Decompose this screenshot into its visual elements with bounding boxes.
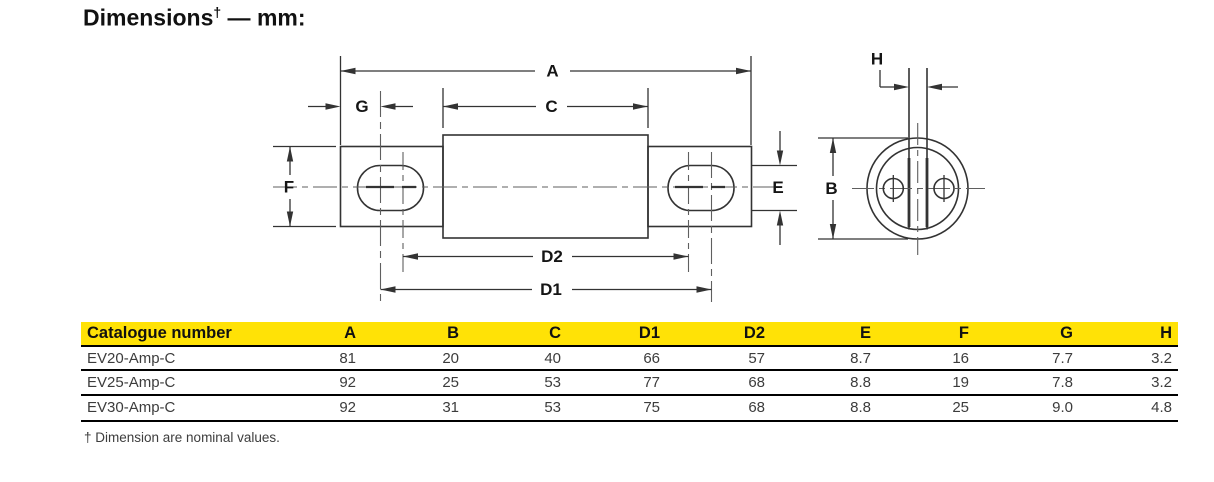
cell-e: 8.8 bbox=[771, 370, 877, 396]
dim-g-arrow-right bbox=[380, 103, 396, 110]
title-dagger: † bbox=[213, 4, 222, 20]
cell-catalogue-number: EV30-Amp-C bbox=[81, 394, 260, 422]
col-header-d2: D2 bbox=[666, 322, 771, 347]
dim-label-e: E bbox=[772, 178, 783, 197]
dim-h-arrow-right bbox=[927, 83, 942, 91]
cell-d1: 75 bbox=[567, 394, 666, 422]
cell-e: 8.8 bbox=[771, 394, 877, 422]
dim-h-arrow-left bbox=[894, 83, 909, 91]
cell-d1: 66 bbox=[567, 346, 666, 372]
dim-f-arrow-top bbox=[286, 146, 294, 162]
dim-label-g: G bbox=[355, 97, 368, 116]
dim-e-arrow-top bbox=[776, 150, 784, 166]
cell-f: 19 bbox=[877, 370, 975, 396]
cell-d2: 68 bbox=[666, 370, 771, 396]
cell-f: 25 bbox=[877, 394, 975, 422]
dim-g-arrow-left bbox=[325, 103, 341, 110]
dim-label-a: A bbox=[546, 62, 558, 81]
col-header-catalogue-number: Catalogue number bbox=[81, 322, 260, 347]
side-view: A C G F bbox=[273, 56, 797, 302]
table-row: EV25-Amp-C 92 25 53 77 68 8.8 19 7.8 3.2 bbox=[81, 370, 1178, 396]
col-header-e: E bbox=[771, 322, 877, 347]
dim-label-h: H bbox=[871, 50, 883, 69]
col-header-f: F bbox=[877, 322, 975, 347]
dim-label-d2: D2 bbox=[541, 247, 563, 266]
cell-b: 25 bbox=[362, 370, 465, 396]
cell-d2: 57 bbox=[666, 346, 771, 372]
table-header-row: Catalogue number A B C D1 D2 E F G H bbox=[81, 322, 1178, 347]
cell-g: 7.7 bbox=[975, 346, 1079, 372]
end-view: B H bbox=[818, 50, 985, 255]
footnote: † Dimension are nominal values. bbox=[84, 430, 280, 445]
cell-e: 8.7 bbox=[771, 346, 877, 372]
dim-a-arrow-left bbox=[340, 67, 356, 75]
page-title: Dimensions† — mm: bbox=[83, 4, 306, 32]
dim-a-arrow-right bbox=[736, 67, 751, 75]
cell-b: 31 bbox=[362, 394, 465, 422]
left-slot-outline bbox=[356, 164, 425, 212]
right-slot-outline bbox=[667, 164, 735, 212]
dim-label-d1: D1 bbox=[540, 280, 562, 299]
dim-b-arrow-top bbox=[829, 138, 837, 153]
dim-c-arrow-right bbox=[633, 103, 648, 110]
cell-b: 20 bbox=[362, 346, 465, 372]
cell-a: 92 bbox=[260, 370, 362, 396]
dim-b-arrow-bottom bbox=[829, 224, 837, 239]
col-header-d1: D1 bbox=[567, 322, 666, 347]
dim-label-c: C bbox=[545, 97, 557, 116]
cell-catalogue-number: EV25-Amp-C bbox=[81, 370, 260, 396]
col-header-c: C bbox=[465, 322, 567, 347]
dim-e-arrow-bottom bbox=[776, 210, 784, 226]
dim-label-b: B bbox=[825, 179, 837, 198]
cell-d2: 68 bbox=[666, 394, 771, 422]
col-header-a: A bbox=[260, 322, 362, 347]
dim-f-arrow-bottom bbox=[286, 211, 294, 227]
dim-label-f: F bbox=[284, 178, 294, 197]
cell-c: 53 bbox=[465, 370, 567, 396]
cell-c: 53 bbox=[465, 394, 567, 422]
table-row: EV20-Amp-C 81 20 40 66 57 8.7 16 7.7 3.2 bbox=[81, 346, 1178, 372]
col-header-h: H bbox=[1079, 322, 1178, 347]
cell-h: 3.2 bbox=[1079, 346, 1178, 372]
cell-g: 9.0 bbox=[975, 394, 1079, 422]
dimensions-table: Catalogue number A B C D1 D2 E F G H EV2… bbox=[81, 322, 1178, 422]
cell-h: 3.2 bbox=[1079, 370, 1178, 396]
title-text: Dimensions bbox=[83, 4, 214, 31]
col-header-b: B bbox=[362, 322, 465, 347]
cell-c: 40 bbox=[465, 346, 567, 372]
dim-d2-arrow-left bbox=[403, 253, 418, 260]
cell-catalogue-number: EV20-Amp-C bbox=[81, 346, 260, 372]
dim-d1-arrow-right bbox=[696, 286, 712, 293]
cell-f: 16 bbox=[877, 346, 975, 372]
col-header-g: G bbox=[975, 322, 1079, 347]
cell-g: 7.8 bbox=[975, 370, 1079, 396]
title-suffix: — mm: bbox=[221, 4, 306, 31]
table-row: EV30-Amp-C 92 31 53 75 68 8.8 25 9.0 4.8 bbox=[81, 394, 1178, 422]
cell-a: 81 bbox=[260, 346, 362, 372]
dim-c-arrow-left bbox=[443, 103, 458, 110]
dim-d1-arrow-left bbox=[380, 286, 396, 293]
dim-d2-arrow-right bbox=[673, 253, 689, 260]
cell-a: 92 bbox=[260, 394, 362, 422]
cell-h: 4.8 bbox=[1079, 394, 1178, 422]
cell-d1: 77 bbox=[567, 370, 666, 396]
